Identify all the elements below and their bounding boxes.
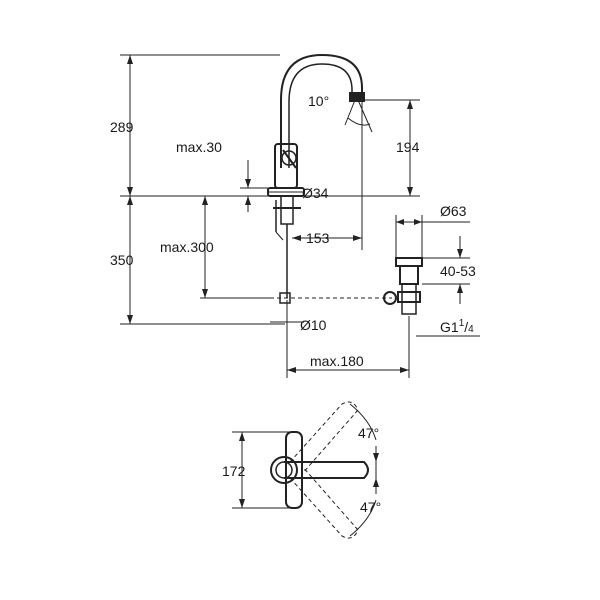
label-194: 194 bbox=[396, 139, 420, 155]
waste-nut bbox=[397, 291, 421, 303]
label-40-53: 40-53 bbox=[440, 263, 476, 279]
lever-hub bbox=[281, 150, 297, 166]
thread-prefix: G1 bbox=[440, 319, 459, 335]
thread-slash: / bbox=[464, 319, 468, 335]
label-10deg: 10° bbox=[308, 93, 329, 109]
label-153: 153 bbox=[306, 230, 330, 246]
label-d10: Ø10 bbox=[300, 317, 327, 333]
thread-num: 1 bbox=[459, 318, 465, 329]
shank bbox=[280, 195, 294, 225]
label-47-top: 47° bbox=[358, 425, 379, 441]
label-172: 172 bbox=[222, 463, 246, 479]
dimension-labels: 289 350 max.30 max.300 10° 194 Ø34 153 Ø… bbox=[110, 93, 476, 515]
spout bbox=[280, 53, 363, 168]
top-hub-inner bbox=[275, 461, 293, 479]
thread-den: 4 bbox=[468, 324, 474, 335]
lever-rotated-up bbox=[289, 401, 359, 475]
lever bbox=[282, 149, 297, 169]
label-350: 350 bbox=[110, 252, 134, 268]
spout-outlet bbox=[349, 92, 365, 102]
label-d63: Ø63 bbox=[440, 203, 467, 219]
waste-lower bbox=[401, 283, 417, 315]
rod-bend bbox=[275, 231, 284, 241]
label-thread: G11/4 bbox=[440, 318, 474, 335]
rod-clip bbox=[279, 292, 291, 304]
label-max300: max.300 bbox=[160, 239, 214, 255]
waste-cap bbox=[395, 257, 423, 267]
label-max30: max.30 bbox=[176, 139, 222, 155]
top-lever bbox=[284, 461, 369, 479]
dimension-lines bbox=[127, 55, 470, 373]
lever-rotated-down bbox=[289, 465, 359, 539]
waste-pivot bbox=[383, 291, 397, 305]
top-hub-outer bbox=[270, 456, 298, 484]
label-289: 289 bbox=[110, 119, 134, 135]
label-d34: Ø34 bbox=[302, 185, 329, 201]
label-47-bottom: 47° bbox=[360, 499, 381, 515]
handle-top-view bbox=[232, 401, 379, 539]
top-body bbox=[285, 431, 303, 509]
waste-body bbox=[399, 265, 419, 285]
faucet-side-view bbox=[267, 53, 392, 304]
waste-assembly bbox=[383, 257, 423, 315]
label-max180: max.180 bbox=[310, 353, 364, 369]
spout-inner bbox=[288, 63, 353, 168]
